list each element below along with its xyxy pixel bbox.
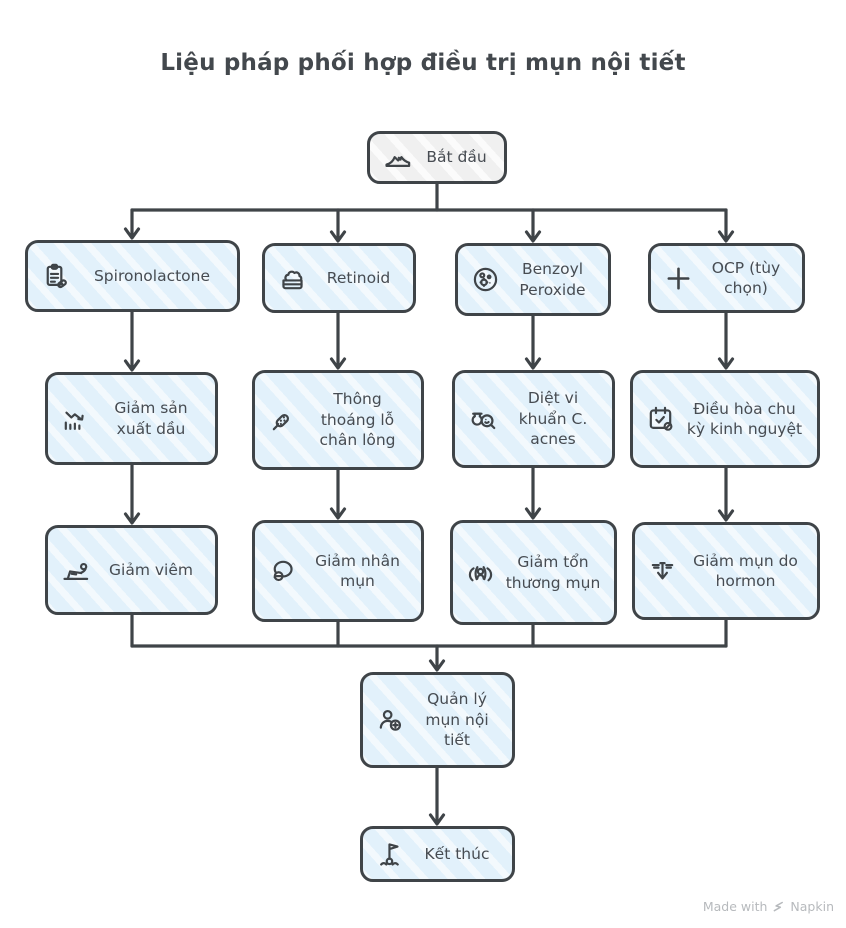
node-label: Benzoyl Peroxide bbox=[519, 260, 586, 299]
node-label: OCP (tùy chọn) bbox=[711, 258, 781, 297]
node-start: Bắt đầu bbox=[367, 131, 507, 184]
declining-chart-icon bbox=[60, 403, 91, 434]
node-benzoyl-peroxide: Benzoyl Peroxide bbox=[455, 243, 611, 316]
made-with-text: Made with bbox=[702, 899, 768, 914]
petri-dish-icon bbox=[470, 264, 501, 295]
node-label: Giảm tổn thương mụn bbox=[505, 553, 601, 592]
node-reduce-lesions: Giảm tổn thương mụn bbox=[450, 520, 617, 625]
recliner-icon bbox=[60, 555, 91, 586]
node-label: Giảm viêm bbox=[109, 560, 193, 579]
decrease-arrow-icon bbox=[647, 556, 678, 587]
node-ocp: OCP (tùy chọn) bbox=[648, 243, 805, 313]
node-label: Giảm mụn do hormon bbox=[693, 551, 798, 590]
node-label: Diệt vi khuẩn C. acnes bbox=[518, 389, 588, 449]
napkin-logo-icon bbox=[773, 901, 784, 912]
person-plus-icon bbox=[375, 705, 406, 736]
node-reduce-inflammation: Giảm viêm bbox=[45, 525, 218, 615]
connector-merge-bus bbox=[130, 613, 728, 672]
speech-bubble-minus-icon bbox=[267, 556, 298, 587]
node-reduce-hormonal-acne: Giảm mụn do hormon bbox=[632, 522, 820, 620]
running-shoe-icon bbox=[382, 142, 413, 173]
node-kill-bacteria: Diệt vi khuẩn C. acnes bbox=[452, 370, 615, 468]
node-reduce-oil: Giảm sản xuất dầu bbox=[45, 372, 218, 465]
cream-jar-icon bbox=[277, 263, 308, 294]
node-unclog-pores: Thông thoáng lỗ chân lông bbox=[252, 370, 424, 470]
node-manage: Quản lý mụn nội tiết bbox=[360, 672, 515, 768]
connector-row2-to-row3 bbox=[123, 463, 735, 525]
connector-row1-to-row2 bbox=[123, 310, 735, 372]
node-label: Kết thúc bbox=[424, 844, 490, 863]
node-label: Thông thoáng lỗ chân lông bbox=[319, 390, 396, 450]
node-label: Retinoid bbox=[326, 268, 391, 287]
node-retinoid: Retinoid bbox=[262, 243, 416, 313]
finish-flag-icon bbox=[375, 839, 406, 870]
node-label: Giảm nhân mụn bbox=[315, 551, 400, 590]
node-label: Giảm sản xuất dầu bbox=[114, 399, 188, 438]
node-spironolactone: Spironolactone bbox=[25, 240, 240, 312]
node-label: Spironolactone bbox=[93, 266, 211, 285]
node-label: Bắt đầu bbox=[426, 148, 487, 167]
node-end: Kết thúc bbox=[360, 826, 515, 882]
calendar-check-icon bbox=[645, 404, 676, 435]
clipboard-pill-icon bbox=[40, 261, 71, 292]
connector-start-to-branches bbox=[123, 182, 735, 243]
head-pressure-icon bbox=[465, 557, 496, 588]
brand-text: Napkin bbox=[790, 899, 834, 914]
node-label: Quản lý mụn nội tiết bbox=[425, 690, 489, 750]
brush-icon bbox=[267, 405, 298, 436]
page-title: Liệu pháp phối hợp điều trị mụn nội tiết bbox=[160, 50, 686, 76]
connector-manage-to-end bbox=[428, 766, 446, 826]
node-reduce-comedones: Giảm nhân mụn bbox=[252, 520, 424, 622]
node-label: Điều hòa chu kỳ kinh nguyệt bbox=[686, 399, 803, 438]
plus-icon bbox=[663, 263, 694, 294]
bacteria-magnifier-icon bbox=[467, 404, 498, 435]
node-regulate-cycle: Điều hòa chu kỳ kinh nguyệt bbox=[630, 370, 820, 468]
made-with-napkin-link[interactable]: Made with Napkin bbox=[703, 899, 834, 914]
